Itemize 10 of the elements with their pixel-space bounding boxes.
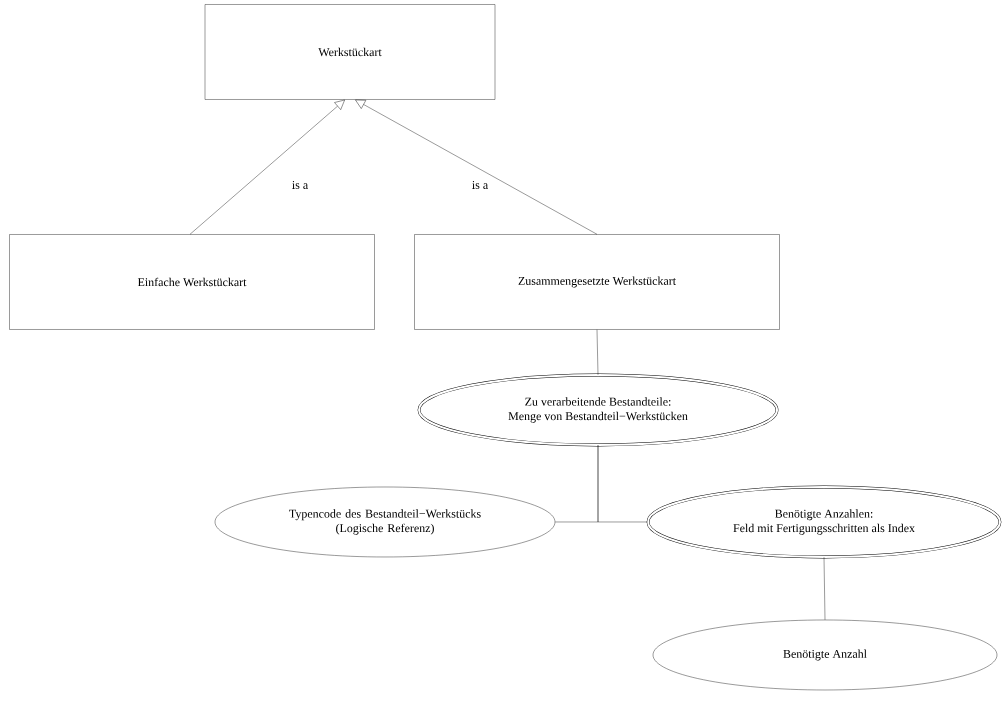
inheritance-arrow	[355, 99, 598, 235]
edge-label: is a	[470, 179, 490, 190]
class-box: Einfache Werkstückart	[9, 234, 375, 330]
class-box: Werkstückart	[204, 4, 496, 100]
class-box: Zusammengesetzte Werkstückart	[414, 234, 780, 330]
connector-line	[596, 329, 599, 375]
connector-line	[823, 557, 826, 620]
connector-line	[597, 445, 648, 523]
inheritance-arrow	[189, 99, 345, 235]
edge-label: is a	[290, 179, 310, 190]
